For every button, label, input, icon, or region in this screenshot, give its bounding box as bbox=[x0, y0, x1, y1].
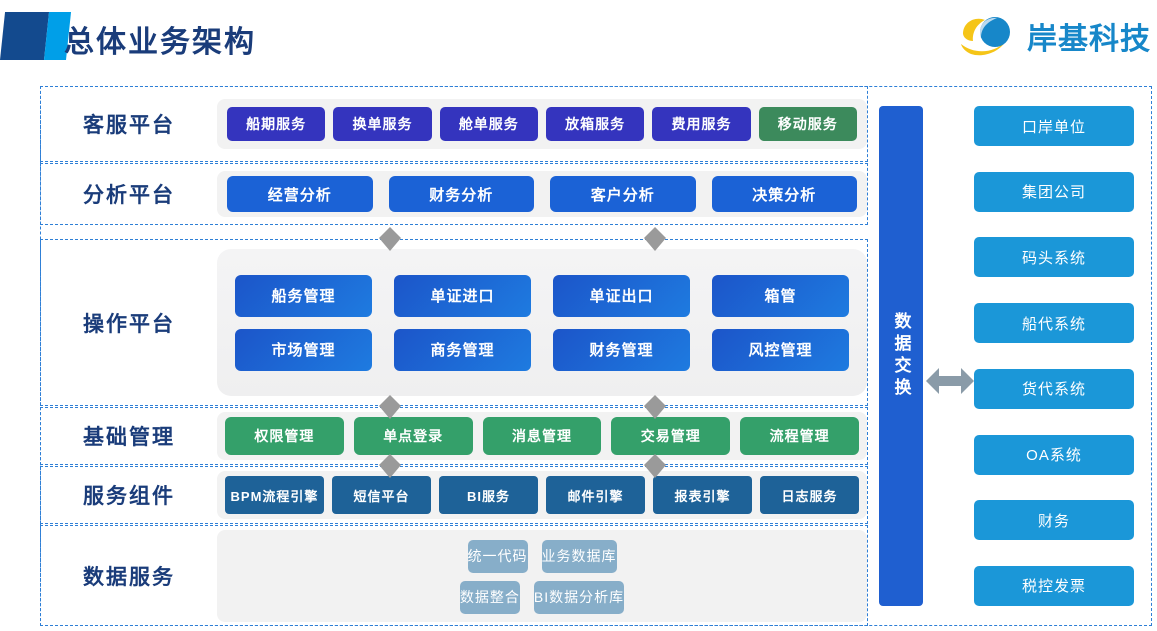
chip-bl-exchange-service[interactable]: 换单服务 bbox=[333, 107, 432, 141]
chip-shipping-management[interactable]: 船务管理 bbox=[235, 274, 372, 317]
chip-financial-analysis[interactable]: 财务分析 bbox=[388, 176, 534, 212]
band-basic-management: 基础管理 权限管理 单点登录 消息管理 交易管理 流程管理 bbox=[40, 407, 868, 465]
service-components-panel: BPM流程引擎 短信平台 BI服务 邮件引擎 报表引擎 日志服务 bbox=[217, 471, 867, 519]
band-label-basic-management: 基础管理 bbox=[83, 426, 175, 449]
data-exchange-label: 数据交换 bbox=[891, 312, 911, 400]
band-label-analysis-platform: 分析平台 bbox=[83, 184, 175, 207]
chip-document-import[interactable]: 单证进口 bbox=[394, 274, 531, 317]
chip-ship-schedule-service[interactable]: 船期服务 bbox=[227, 107, 326, 141]
band-label-data-services: 数据服务 bbox=[83, 565, 175, 589]
chip-log-service[interactable]: 日志服务 bbox=[760, 476, 859, 514]
chip-fee-service[interactable]: 费用服务 bbox=[652, 107, 751, 141]
chip-bi-analytics-database[interactable]: BI数据分析库 bbox=[533, 580, 625, 614]
header-accent-dark bbox=[0, 12, 50, 60]
page-header: 总体业务架构 岸基科技 bbox=[0, 0, 1157, 72]
external-systems-list: 口岸单位 集团公司 码头系统 船代系统 货代系统 OA系统 财务 税控发票 bbox=[974, 106, 1134, 606]
external-system-shipping-agency[interactable]: 船代系统 bbox=[974, 303, 1134, 344]
band-data-services: 数据服务 统一代码 业务数据库 数据整合 BI数据分析库 bbox=[40, 525, 868, 626]
connector-analysis-to-operations-right bbox=[644, 227, 666, 251]
chip-data-integration[interactable]: 数据整合 bbox=[459, 580, 520, 614]
band-label-customer-service: 客服平台 bbox=[83, 114, 175, 137]
band-label-service-components: 服务组件 bbox=[83, 485, 175, 508]
connector-basic-to-services-right bbox=[644, 454, 666, 478]
logo-text: 岸基科技 bbox=[1027, 23, 1151, 56]
customer-service-panel: 船期服务 换单服务 舱单服务 放箱服务 费用服务 移动服务 bbox=[217, 99, 867, 149]
chip-single-sign-on[interactable]: 单点登录 bbox=[353, 417, 473, 455]
platform-stack: 客服平台 船期服务 换单服务 舱单服务 放箱服务 费用服务 移动服务 分析平台 … bbox=[40, 86, 868, 626]
external-system-tax-invoice[interactable]: 税控发票 bbox=[974, 565, 1134, 606]
chip-process-management[interactable]: 流程管理 bbox=[740, 417, 859, 455]
chip-bi-service[interactable]: BI服务 bbox=[439, 476, 538, 514]
external-system-terminal[interactable]: 码头系统 bbox=[974, 237, 1134, 278]
company-logo: 岸基科技 bbox=[959, 10, 1151, 62]
chip-risk-management[interactable]: 风控管理 bbox=[712, 328, 849, 371]
external-system-finance[interactable]: 财务 bbox=[974, 500, 1134, 541]
connector-analysis-to-operations-left bbox=[379, 227, 401, 251]
chip-mobile-service[interactable]: 移动服务 bbox=[758, 107, 857, 141]
chip-bpm-workflow-engine[interactable]: BPM流程引擎 bbox=[225, 476, 324, 514]
band-analysis-platform: 分析平台 经营分析 财务分析 客户分析 决策分析 bbox=[40, 163, 868, 225]
logo-swoosh-icon bbox=[961, 17, 1010, 56]
chip-operations-analysis[interactable]: 经营分析 bbox=[227, 176, 373, 212]
data-services-row-2: 数据整合 BI数据分析库 bbox=[459, 580, 625, 614]
chip-container-management[interactable]: 箱管 bbox=[712, 274, 849, 317]
chip-business-management[interactable]: 商务管理 bbox=[394, 328, 531, 371]
chip-permission-management[interactable]: 权限管理 bbox=[225, 417, 344, 455]
data-services-row-1: 统一代码 业务数据库 bbox=[467, 539, 617, 573]
chip-finance-management[interactable]: 财务管理 bbox=[553, 328, 690, 371]
band-operations-platform: 操作平台 船务管理 单证进口 单证出口 箱管 市场管理 商务管理 财务管理 风控… bbox=[40, 239, 868, 406]
data-services-panel: 统一代码 业务数据库 数据整合 BI数据分析库 bbox=[217, 529, 867, 622]
connector-operations-to-basic-right bbox=[644, 395, 666, 419]
data-exchange-bar: 数据交换 bbox=[879, 106, 923, 606]
chip-mail-engine[interactable]: 邮件引擎 bbox=[546, 476, 645, 514]
external-system-oa[interactable]: OA系统 bbox=[974, 434, 1134, 475]
external-system-freight-forwarder[interactable]: 货代系统 bbox=[974, 368, 1134, 409]
page-title: 总体业务架构 bbox=[64, 26, 256, 59]
chip-sms-platform[interactable]: 短信平台 bbox=[332, 476, 431, 514]
chip-report-engine[interactable]: 报表引擎 bbox=[653, 476, 752, 514]
band-service-components: 服务组件 BPM流程引擎 短信平台 BI服务 邮件引擎 报表引擎 日志服务 bbox=[40, 466, 868, 524]
chip-message-management[interactable]: 消息管理 bbox=[482, 417, 602, 455]
bidirectional-arrow-icon bbox=[926, 362, 974, 400]
chip-document-export[interactable]: 单证出口 bbox=[553, 274, 690, 317]
chip-business-database[interactable]: 业务数据库 bbox=[541, 539, 617, 573]
connector-operations-to-basic-left bbox=[379, 395, 401, 419]
chip-container-release-service[interactable]: 放箱服务 bbox=[545, 107, 645, 141]
external-system-group-company[interactable]: 集团公司 bbox=[974, 171, 1134, 212]
chip-unified-code[interactable]: 统一代码 bbox=[467, 539, 528, 573]
analysis-platform-panel: 经营分析 财务分析 客户分析 决策分析 bbox=[217, 171, 867, 217]
chip-customer-analysis[interactable]: 客户分析 bbox=[550, 176, 696, 212]
chip-decision-analysis[interactable]: 决策分析 bbox=[711, 176, 857, 212]
band-label-operations-platform: 操作平台 bbox=[83, 312, 175, 336]
operations-row-1: 船务管理 单证进口 单证出口 箱管 bbox=[235, 274, 849, 317]
operations-row-2: 市场管理 商务管理 财务管理 风控管理 bbox=[235, 328, 849, 371]
operations-platform-panel: 船务管理 单证进口 单证出口 箱管 市场管理 商务管理 财务管理 风控管理 bbox=[217, 249, 867, 396]
integration-column: 数据交换 口岸单位 集团公司 码头系统 船代系统 货代系统 OA系统 财务 税控… bbox=[868, 86, 1152, 626]
basic-management-panel: 权限管理 单点登录 消息管理 交易管理 流程管理 bbox=[217, 412, 867, 460]
external-system-port-authority[interactable]: 口岸单位 bbox=[974, 106, 1134, 146]
chip-market-management[interactable]: 市场管理 bbox=[235, 328, 372, 371]
connector-basic-to-services-left bbox=[379, 454, 401, 478]
chip-transaction-management[interactable]: 交易管理 bbox=[611, 417, 731, 455]
band-customer-service: 客服平台 船期服务 换单服务 舱单服务 放箱服务 费用服务 移动服务 bbox=[40, 86, 868, 162]
chip-manifest-service[interactable]: 舱单服务 bbox=[439, 107, 538, 141]
